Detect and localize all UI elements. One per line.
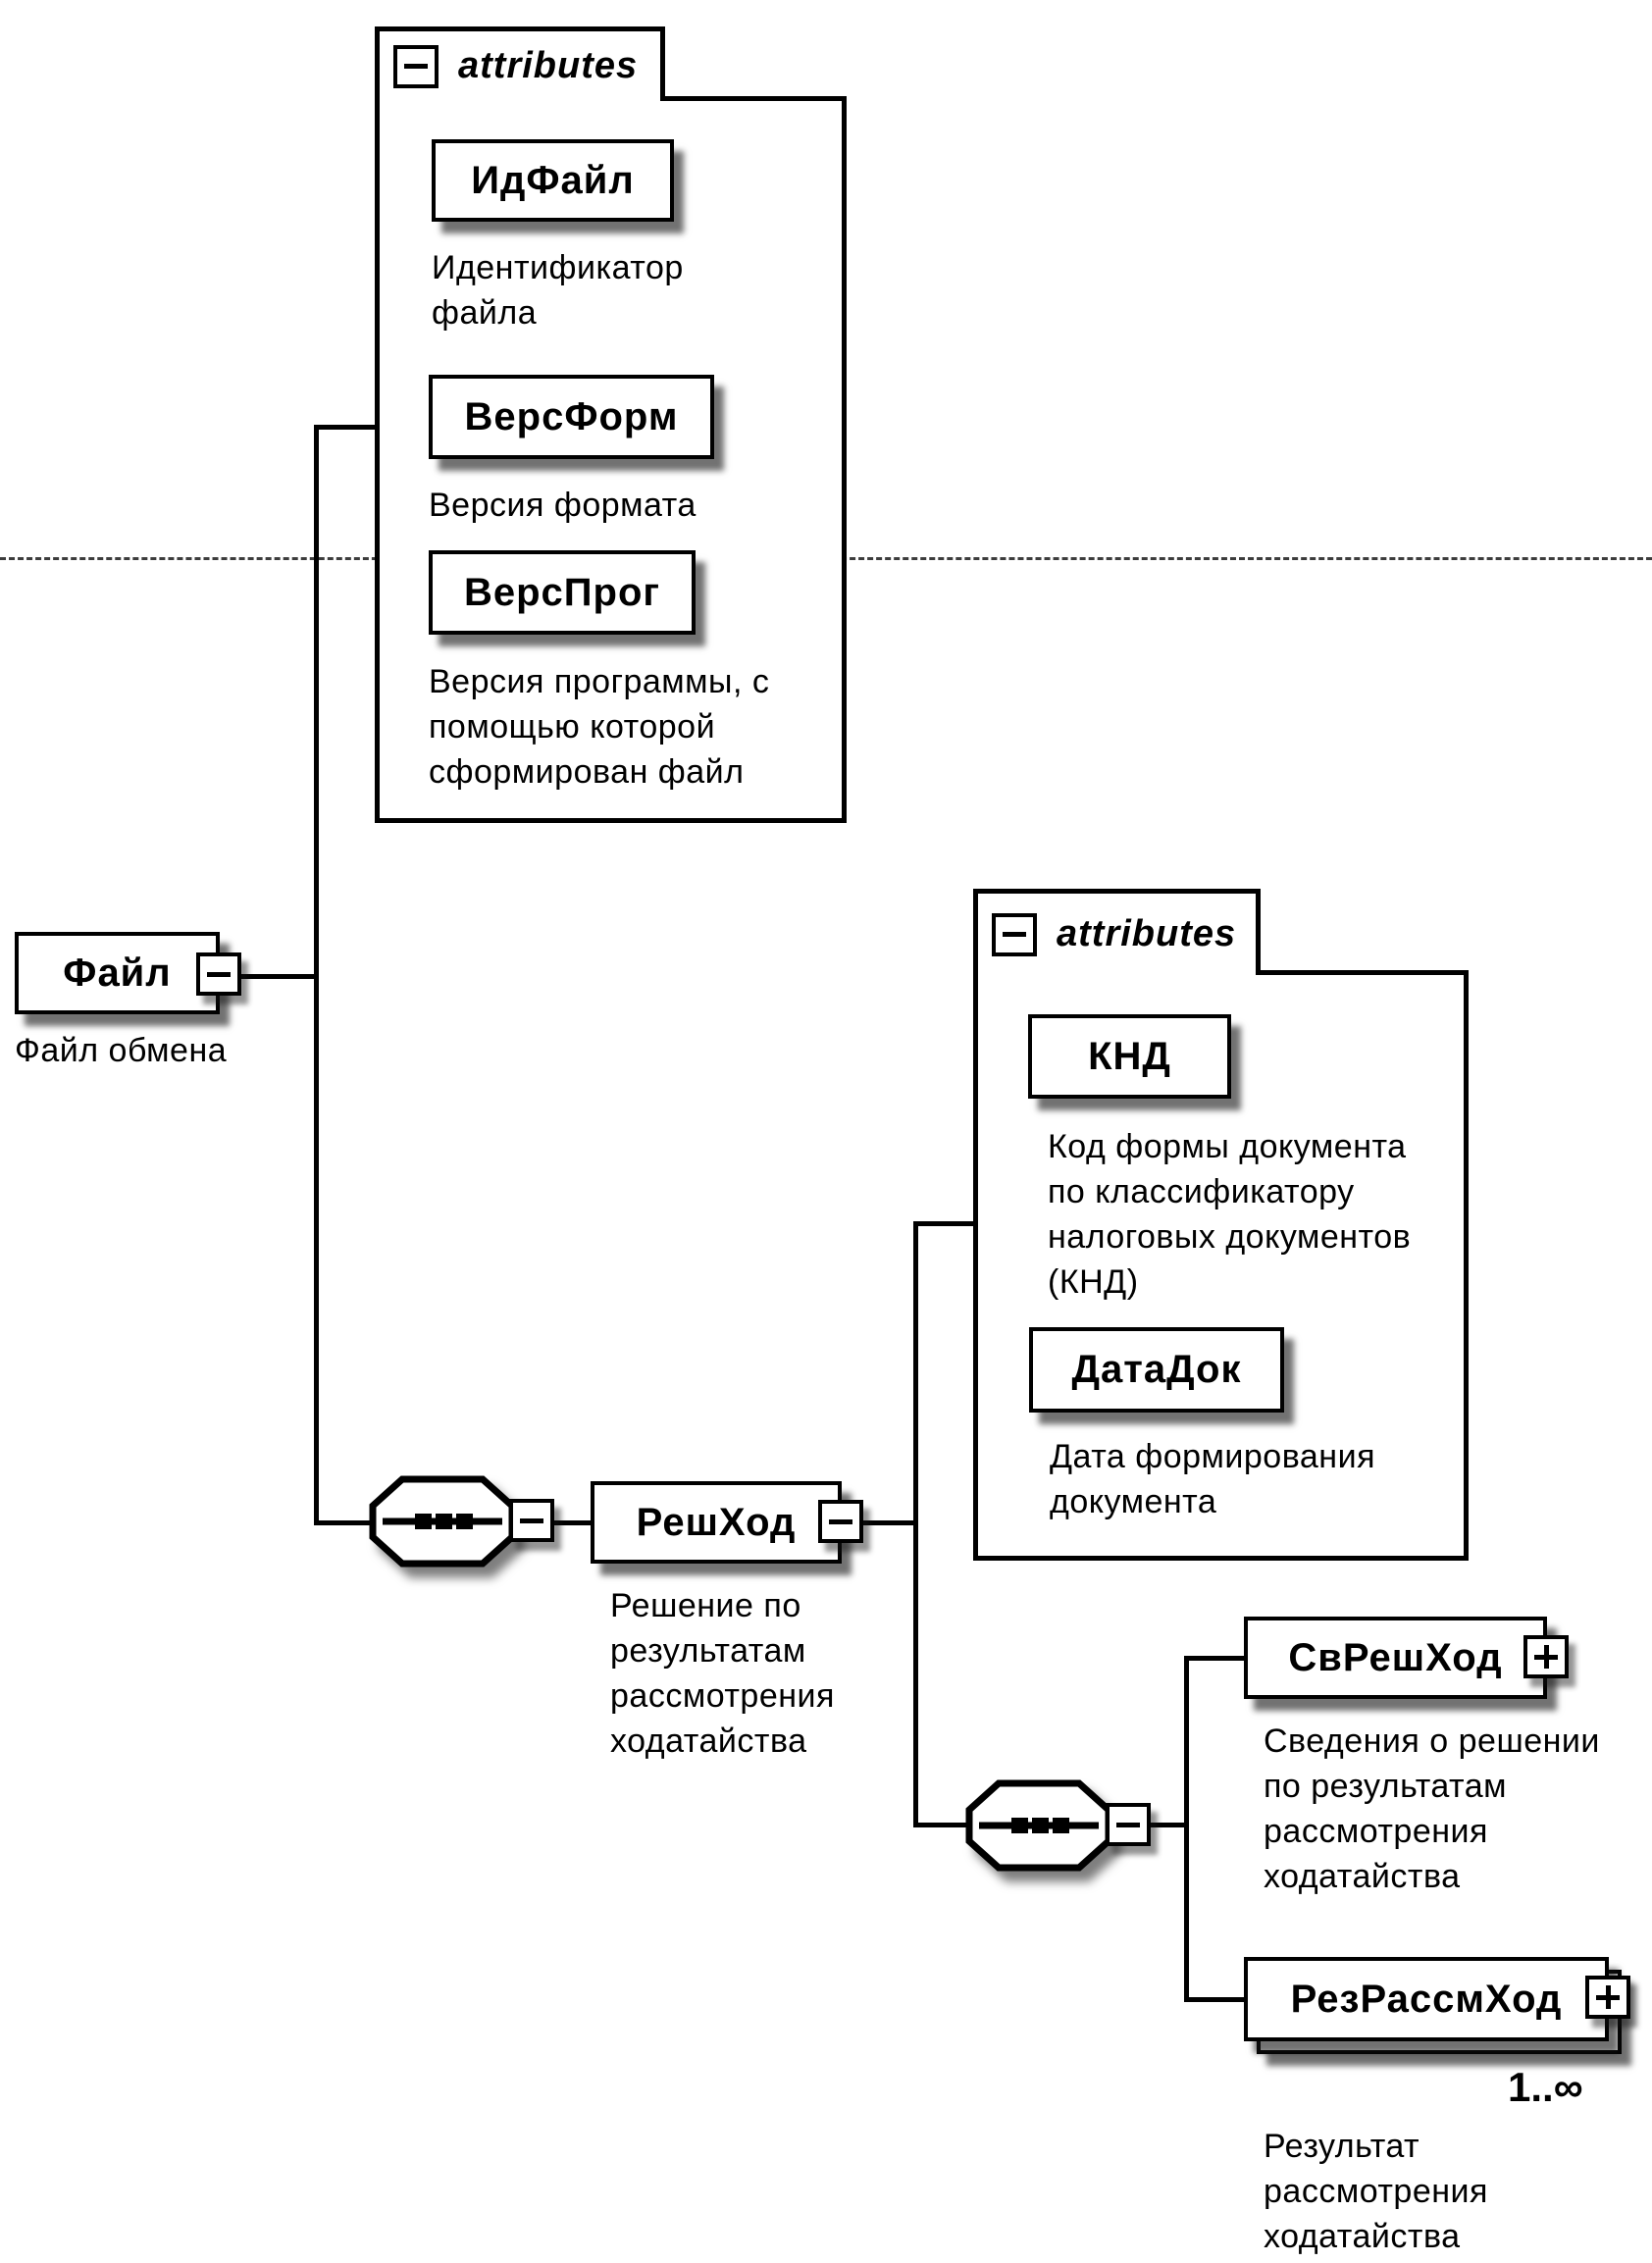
attribute-versform[interactable]: ВерсФорм	[429, 375, 714, 459]
connector-file-element	[239, 974, 318, 979]
attributes-tab-file: attributes	[375, 26, 665, 101]
expand-toggle-svreshhod[interactable]	[1523, 1635, 1569, 1678]
collapse-toggle-fayl[interactable]	[196, 952, 241, 996]
collapse-toggle-sequence-1[interactable]	[509, 1499, 554, 1542]
minus-icon	[829, 1518, 852, 1524]
annotation-line: файла	[432, 294, 538, 332]
annotation-line: Результат	[1264, 2128, 1420, 2165]
annotation-line: рассмотрения	[1264, 2173, 1488, 2210]
attributes-tab-reshhod: attributes	[973, 889, 1261, 975]
annotation-line: ходатайства	[610, 1723, 807, 1760]
minus-icon	[1003, 932, 1026, 937]
connector-file-sequence	[316, 1520, 377, 1525]
attribute-idfayl[interactable]: ИдФайл	[432, 139, 674, 222]
annotation-line: (КНД)	[1048, 1263, 1139, 1301]
attribute-knd[interactable]: КНД	[1028, 1014, 1231, 1099]
annotation-line: Идентификатор	[432, 249, 684, 286]
annotation-line: рассмотрения	[610, 1677, 835, 1715]
connector-reshhod-sequence	[915, 1823, 970, 1827]
annotation-knd: Код формы документа по классификатору на…	[1048, 1124, 1411, 1305]
occurrence-label: 1..∞	[1508, 2064, 1583, 2110]
annotation-line: ходатайства	[1264, 2218, 1461, 2255]
attribute-datadok[interactable]: ДатаДок	[1029, 1327, 1284, 1413]
collapse-icon-file-attributes[interactable]	[393, 44, 439, 88]
collapse-toggle-sequence-2[interactable]	[1106, 1803, 1151, 1846]
element-name-label: РешХод	[636, 1500, 797, 1544]
annotation-line: рассмотрения	[1264, 1813, 1488, 1850]
connector-sequence-reshhod	[551, 1520, 594, 1525]
annotation-line: ходатайства	[1264, 1858, 1461, 1895]
annotation-line: по классификатору	[1048, 1173, 1355, 1210]
attribute-versprog[interactable]: ВерсПрог	[429, 550, 696, 635]
element-name-label: Файл	[63, 951, 172, 995]
annotation-idfayl: Идентификатор файла	[432, 245, 684, 335]
annotation-rezrassmhod: Результат рассмотрения ходатайства	[1264, 2124, 1488, 2259]
sequence-compositor-icon[interactable]	[369, 1475, 516, 1568]
rail-children	[1184, 1656, 1189, 2002]
connector-rezrassmhod	[1186, 1997, 1247, 2002]
connector-sequence-children	[1148, 1823, 1189, 1827]
annotation-line: сформирован файл	[429, 753, 745, 791]
annotation-reshhod: Решение по результатам рассмотрения хода…	[610, 1583, 835, 1764]
attributes-label: attributes	[1057, 913, 1237, 954]
collapse-icon-reshhod-attributes[interactable]	[992, 912, 1037, 956]
plus-icon	[1605, 1985, 1611, 2009]
attribute-name-label: ДатаДок	[1071, 1348, 1242, 1391]
element-fayl[interactable]: Файл	[15, 932, 220, 1014]
collapse-toggle-reshhod[interactable]	[818, 1500, 863, 1543]
element-name-label: СвРешХод	[1288, 1635, 1503, 1679]
annotation-line: Код формы документа	[1048, 1128, 1407, 1165]
attribute-name-label: ИдФайл	[471, 158, 635, 202]
annotation-line: по результатам	[1264, 1768, 1508, 1805]
connector-file-attributes	[316, 425, 381, 430]
element-name-label: РезРассмХод	[1290, 1977, 1563, 2021]
minus-icon	[520, 1517, 543, 1523]
annotation-line: Версия программы, с	[429, 663, 770, 700]
annotation-fayl: Файл обмена	[15, 1028, 227, 1073]
element-rezrassmhod[interactable]: РезРассмХод	[1244, 1957, 1609, 2041]
connector-reshhod-attributes	[915, 1221, 976, 1226]
annotation-line: Дата формирования	[1050, 1438, 1375, 1475]
connector-svreshhod	[1186, 1656, 1247, 1661]
connector-reshhod-rail	[861, 1520, 918, 1525]
annotation-line: помощью которой	[429, 708, 716, 746]
minus-icon	[404, 64, 428, 69]
attribute-name-label: КНД	[1088, 1034, 1171, 1078]
attribute-name-label: ВерсПрог	[463, 570, 661, 614]
annotation-datadok: Дата формирования документа	[1050, 1434, 1375, 1524]
attributes-label: attributes	[458, 45, 639, 86]
annotation-versprog: Версия программы, с помощью которой сфор…	[429, 659, 769, 795]
sequence-compositor-icon[interactable]	[965, 1779, 1112, 1872]
annotation-line: Сведения о решении	[1264, 1723, 1600, 1760]
annotation-line: документа	[1050, 1483, 1217, 1520]
annotation-svreshhod: Сведения о решении по результатам рассмо…	[1264, 1719, 1600, 1899]
plus-icon	[1543, 1645, 1549, 1669]
rail-reshhod	[913, 1221, 918, 1827]
expand-toggle-rezrassmhod[interactable]	[1585, 1976, 1630, 2019]
minus-icon	[1116, 1822, 1140, 1827]
annotation-line: налоговых документов	[1048, 1218, 1412, 1256]
annotation-line: Версия формата	[429, 487, 697, 524]
attribute-name-label: ВерсФорм	[464, 394, 679, 438]
element-reshhod[interactable]: РешХод	[591, 1481, 842, 1564]
annotation-line: результатам	[610, 1632, 806, 1670]
annotation-versform: Версия формата	[429, 483, 697, 528]
annotation-line: Файл обмена	[15, 1032, 228, 1069]
annotation-line: Решение по	[610, 1587, 801, 1624]
element-svreshhod[interactable]: СвРешХод	[1244, 1617, 1547, 1699]
minus-icon	[207, 971, 231, 977]
